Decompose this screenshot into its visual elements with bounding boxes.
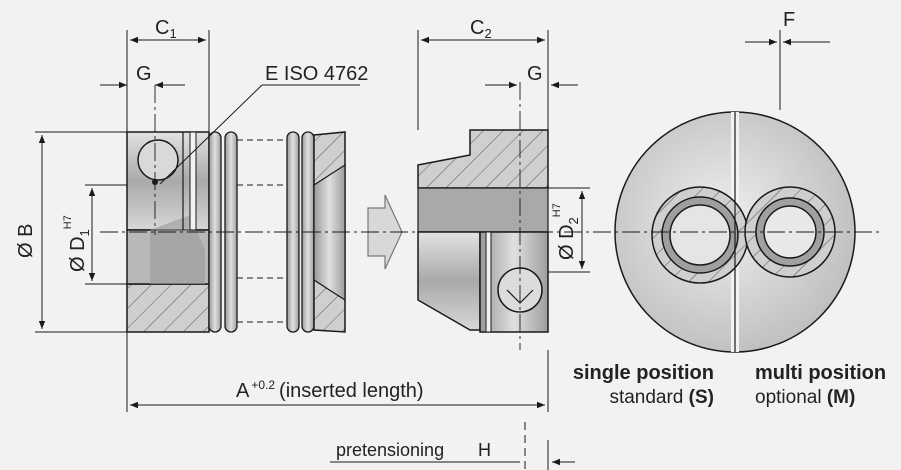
label-c2-sub: 2 [484, 26, 491, 41]
variant-single: single position standard (S) [562, 362, 714, 409]
variant-multi: multi position optional (M) [755, 362, 901, 409]
label-d1: Ø D [67, 236, 89, 272]
label-c1: C [155, 17, 169, 39]
label-pretension: pretensioning [336, 440, 444, 460]
svg-text:Ø D2H7: Ø D2H7 [551, 203, 581, 260]
end-view-discs [614, 111, 856, 353]
label-a-note: (inserted length) [279, 380, 424, 402]
label-d2-sup: H7 [551, 203, 563, 217]
elastomer-rings [208, 131, 315, 333]
svg-text:C2: C2 [470, 17, 492, 41]
variant-multi-desc: optional [755, 387, 827, 408]
label-h: H [478, 440, 491, 460]
variant-single-desc: standard [609, 387, 689, 408]
dimension-labels: C1 G E ISO 4762 C2 G F Ø B Ø D1H7 Ø D2H7… [15, 9, 795, 460]
label-d2: Ø D [556, 224, 578, 260]
cone-insert [313, 131, 346, 333]
label-d1-sub: 1 [77, 229, 92, 236]
svg-text:Ø D1H7: Ø D1H7 [62, 215, 92, 272]
svg-text:C1: C1 [155, 17, 177, 41]
label-g-right: G [527, 63, 543, 85]
variant-single-title: single position [572, 362, 714, 384]
label-c1-sub: 1 [169, 26, 176, 41]
right-hub [417, 129, 549, 333]
label-f: F [783, 9, 795, 31]
clamp-screw-icon [137, 139, 179, 181]
dimension-lines [35, 30, 830, 470]
variant-multi-title: multi position [755, 362, 887, 384]
label-a-tol: +0.2 [251, 378, 275, 392]
label-d2-sub: 2 [566, 217, 581, 224]
label-screw: E ISO 4762 [265, 63, 368, 85]
label-g-left: G [136, 63, 152, 85]
variant-single-code: (S) [688, 387, 714, 408]
label-d1-sup: H7 [62, 215, 74, 229]
svg-text:A+0.2(inserted length): A+0.2 (inserted length) [236, 378, 424, 402]
label-a: A [236, 380, 250, 402]
label-b: Ø B [15, 224, 37, 258]
variant-multi-code: (M) [826, 387, 856, 408]
label-c2: C [470, 17, 484, 39]
